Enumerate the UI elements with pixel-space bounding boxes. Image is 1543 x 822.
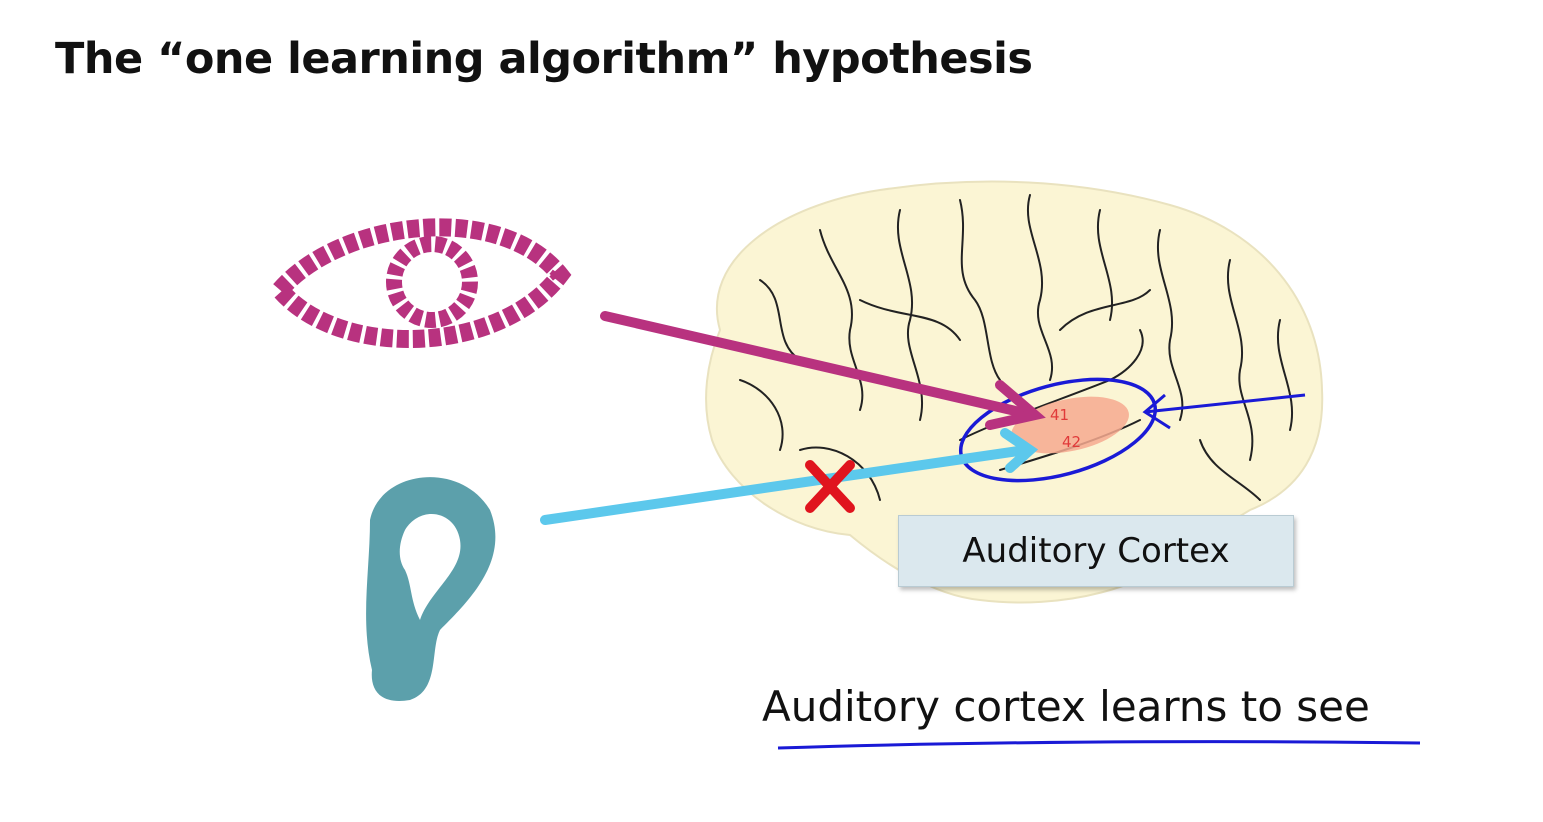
auditory-cortex-label-text: Auditory Cortex (962, 531, 1230, 571)
eye-icon (268, 218, 572, 348)
slide-caption: Auditory cortex learns to see (762, 682, 1370, 731)
blue-arrowhead-icon (1142, 393, 1171, 430)
ear-to-cortex-arrow (540, 428, 1039, 525)
blue-arrow-annotation (1144, 393, 1306, 414)
slide-title: The “one learning algorithm” hypothesis (55, 34, 1033, 84)
caption-underline-annotation (777, 740, 1421, 750)
ear-icon (366, 477, 496, 701)
cortex-highlight (1011, 396, 1129, 454)
brodmann-area-42: 42 (1062, 433, 1082, 451)
eye-to-cortex-arrow (600, 311, 1046, 430)
brodmann-area-41: 41 (1050, 406, 1070, 424)
cut-x-icon (805, 460, 855, 513)
auditory-cortex-label: Auditory Cortex (898, 515, 1294, 587)
